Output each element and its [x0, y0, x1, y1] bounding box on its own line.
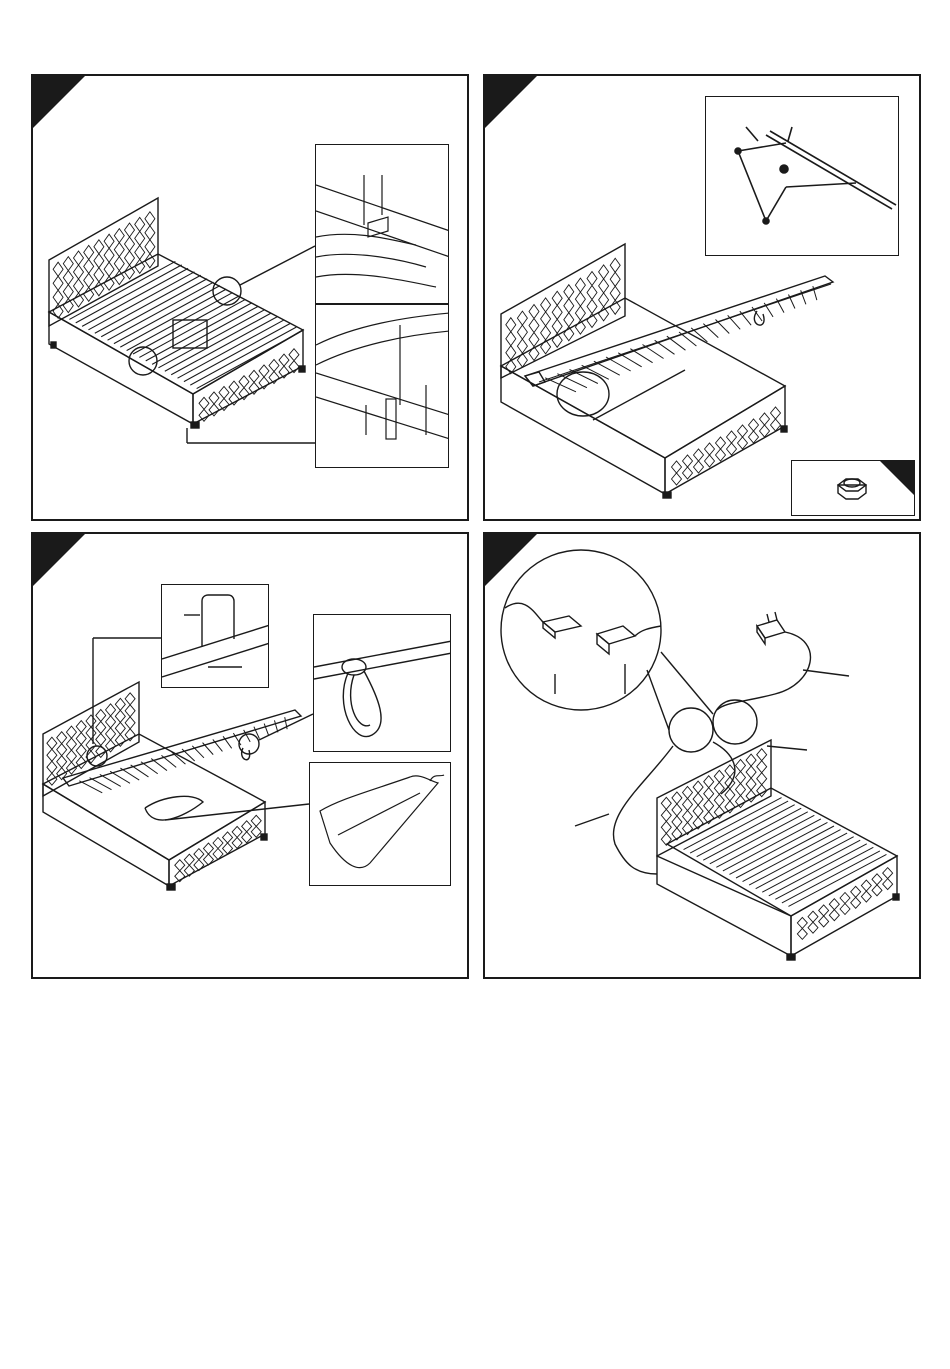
power-adapter-icon: [757, 612, 785, 644]
lock-nut-icon: [838, 479, 866, 499]
latch-detail: [161, 584, 269, 688]
storage-bag-icon: [310, 763, 451, 886]
step-4-panel: [483, 532, 921, 979]
slat-leg-detail: [315, 304, 449, 468]
nut-detail: [791, 460, 915, 516]
storage-bag-detail: [309, 762, 451, 886]
plug-connector-icon: [505, 603, 661, 694]
gas-strut-detail: [705, 96, 899, 256]
pull-strap-icon: [314, 615, 451, 752]
pull-strap-detail: [313, 614, 451, 752]
step-3-panel: [31, 532, 469, 979]
step-2-panel: [483, 74, 921, 521]
step-1-panel: [31, 74, 469, 521]
bed-frame-icon: [485, 534, 921, 979]
slat-connector-detail: [315, 144, 449, 304]
